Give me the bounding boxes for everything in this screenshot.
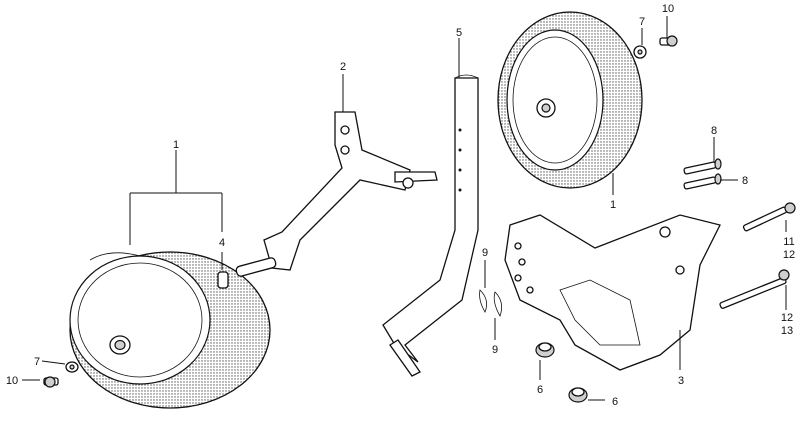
callout-6-bottom: 6 [612, 396, 618, 408]
callout-10-left: 10 [6, 375, 18, 387]
callout-1-left: 1 [173, 139, 179, 151]
callout-4: 4 [219, 237, 225, 249]
mounting-plate [504, 214, 721, 371]
callouts: 1 1 2 3 4 5 6 6 7 7 8 8 9 9 10 10 11 12 … [6, 3, 795, 408]
washer-right [633, 45, 647, 59]
callout-12-top: 12 [783, 249, 795, 261]
bolt-left [43, 376, 59, 388]
washer-left [65, 361, 79, 373]
callout-9-bottom: 9 [492, 344, 498, 356]
bolt-right [659, 35, 678, 47]
callout-12-bottom: 12 [781, 312, 793, 324]
bracket-arm [235, 111, 438, 277]
flange-nut-lower [568, 387, 588, 403]
callout-10-right: 10 [662, 3, 674, 15]
callout-8-top: 8 [711, 125, 717, 137]
callout-8-bottom: 8 [742, 175, 748, 187]
callout-7-right: 7 [639, 16, 645, 28]
callout-7-left: 7 [34, 356, 40, 368]
hair-pin-clips [479, 289, 503, 317]
callout-5: 5 [456, 27, 462, 39]
long-bolt-lower [719, 269, 790, 309]
callout-9-top: 9 [482, 247, 488, 259]
axle-pin [217, 271, 229, 289]
long-bolt-upper [742, 202, 796, 232]
callout-1-right: 1 [610, 199, 616, 211]
callout-11: 11 [783, 236, 794, 248]
left-training-wheel [69, 251, 271, 409]
callout-6-top: 6 [537, 384, 543, 396]
leader-lines [22, 16, 787, 401]
short-bolts [683, 158, 722, 190]
right-training-wheel [497, 11, 643, 189]
flange-nut-upper [535, 342, 555, 358]
callout-13: 13 [781, 325, 793, 337]
callout-3: 3 [678, 375, 684, 387]
callout-2: 2 [340, 61, 346, 73]
stand-bar [382, 74, 479, 377]
